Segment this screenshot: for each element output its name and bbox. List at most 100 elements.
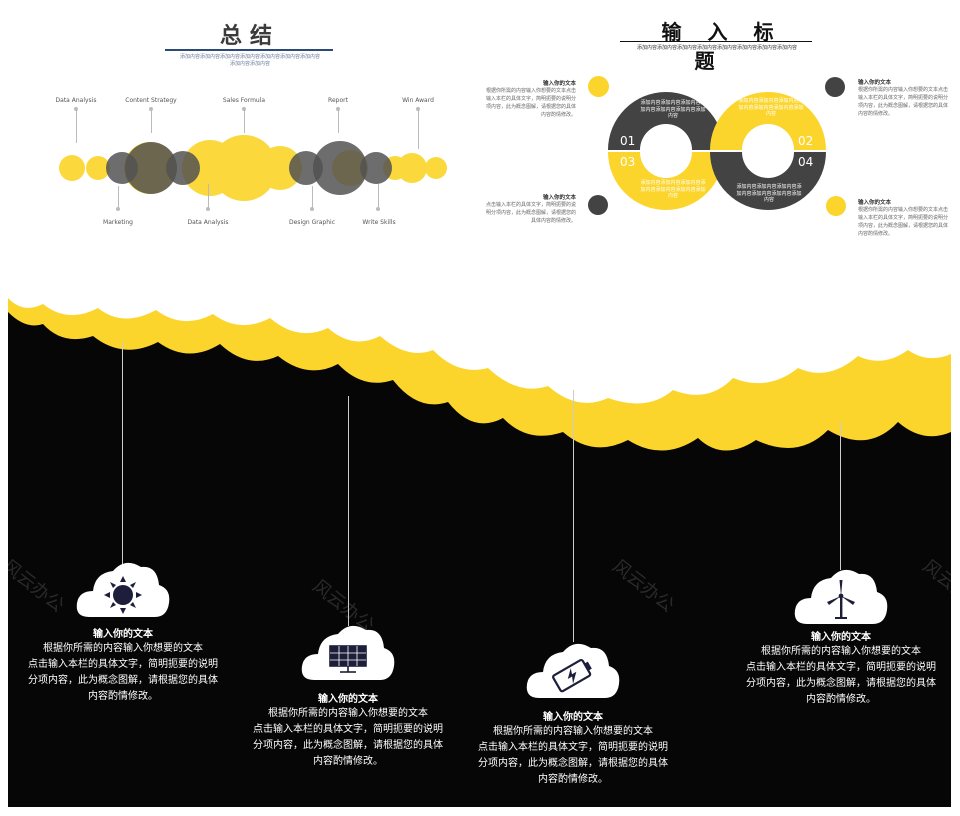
card-body-line: 分项内容，此为概念图解，请根据您的具体 (478, 758, 668, 769)
segment-number: 04 (798, 155, 814, 169)
card-body-line: 根据你所需的内容输入你想要的文本 (43, 643, 203, 654)
chain-circle (59, 155, 85, 181)
summary-title: 总结 (219, 24, 280, 49)
card-body-line: 分项内容，此为概念图解，请根据您的具体 (28, 675, 218, 686)
connector-line (208, 184, 209, 208)
connector-line (118, 186, 119, 208)
timeline-label-top: Data Analysis (55, 97, 97, 104)
timeline-label-bottom: Data Analysis (187, 219, 229, 226)
segment-text: 添加内容添加内容添加内容添加内容添加内容添加内容添加内容 (640, 180, 706, 199)
watermark: 风云办公 (8, 555, 68, 617)
cloud-shape (526, 643, 620, 698)
infinity-subtitle: 添加内容添加内容添加内容添加内容添加内容添加内容添加内容添加内容 (636, 45, 797, 51)
infinity-graphic (608, 92, 826, 210)
segment-number: 01 (620, 134, 636, 148)
card-body: 根据你所需的内容输入你想要的文本 点击输入本栏的具体文字，简明扼要的说明 分项内… (233, 706, 463, 770)
connector-line (76, 109, 77, 143)
card-body: 根据你所需的内容输入你想要的文本 点击输入本栏的具体文字，简明扼要的说明 分项内… (726, 644, 951, 708)
card-body-line: 根据你所需的内容输入你想要的文本 (761, 646, 921, 657)
connector-line (378, 184, 379, 208)
segment-text: 添加内容添加内容添加内容添加内容添加内容添加内容添加内容 (640, 100, 706, 119)
marker-dot (826, 196, 846, 216)
chain-circle (86, 156, 110, 180)
timeline-label-top: Content Strategy (125, 97, 177, 104)
timeline-label-bottom: Write Skills (362, 219, 396, 226)
card-body-line: 内容酌情修改。 (806, 694, 876, 705)
watermark: 风云办公 (608, 555, 678, 617)
card-body-line: 根据你所需的内容输入你想要的文本 (493, 726, 653, 737)
infinity-item-heading: 输入你的文本 (858, 80, 892, 86)
marker-dot (588, 76, 609, 97)
chain-circle (166, 151, 200, 185)
chain-circle (258, 146, 302, 190)
connector-line (312, 186, 313, 208)
card-body: 根据你所需的内容输入你想要的文本 点击输入本栏的具体文字，简明扼要的说明 分项内… (458, 724, 688, 788)
clouds-panel: 风云办公 风云办公 风云办公 风云办公 输入你的文本 根据你所需的内 (8, 272, 951, 807)
timeline-label-bottom: Design Graphic (289, 219, 335, 226)
ring-segment-top-left (608, 92, 724, 150)
card-heading: 输入你的文本 (318, 694, 378, 705)
chain-circle (313, 141, 367, 195)
card-body-line: 点击输入本栏的具体文字，简明扼要的说明 (28, 659, 218, 670)
connector-dot (206, 207, 210, 211)
card-body-line: 内容酌情修改。 (538, 774, 608, 785)
card-body: 根据你所需的内容输入你想要的文本 点击输入本栏的具体文字，简明扼要的说明 分项内… (8, 641, 238, 705)
infinity-item: 输入你的文本 根据你所需的内容输入你想要的文本点击输入本栏的具体文字，简明扼要的… (858, 78, 948, 118)
segment-text: 添加内容添加内容添加内容添加内容添加内容添加内容添加内容 (738, 98, 804, 117)
connector-line (338, 109, 339, 133)
connector-line (418, 109, 419, 149)
ring-segment-top-right (710, 92, 826, 150)
infinity-item-heading: 输入你的文本 (542, 81, 576, 87)
card-heading: 输入你的文本 (543, 712, 603, 723)
timeline-label-top: Report (328, 97, 348, 104)
infinity-item-heading: 输入你的文本 (858, 200, 892, 206)
card-body-line: 内容酌情修改。 (313, 756, 383, 767)
timeline-label-bottom: Marketing (103, 219, 133, 226)
connector-dot (116, 207, 120, 211)
white-cloud-band (8, 272, 951, 404)
chain-circle (425, 157, 447, 179)
hanging-string (348, 396, 349, 626)
connector-line (151, 109, 152, 133)
infinity-item-body: 点击输入本栏的具体文字，简明扼要的说明分项内容，此为概念图解，请根据您的具体内容… (486, 202, 577, 224)
infinity-item: 输入你的文本 根据你所需的内容输入你想要的文本点击输入本栏的具体文字，简明扼要的… (858, 198, 948, 238)
infinity-item-body: 根据你所需的内容输入你想要的文本点击输入本栏的具体文字，简明扼要的说明分项内容，… (858, 87, 949, 117)
timeline-label-top: Sales Formula (222, 97, 266, 104)
infinity-item-heading: 输入你的文本 (542, 195, 576, 201)
card-body-line: 点击输入本栏的具体文字，简明扼要的说明 (253, 724, 443, 735)
card-body-line: 内容酌情修改。 (88, 691, 158, 702)
infinity-item: 输入你的文本 点击输入本栏的具体文字，简明扼要的说明分项内容，此为概念图解，请根… (486, 193, 576, 225)
infinity-title: 输入标题 (661, 20, 800, 73)
summary-subtitle: 添加内容添加内容添加内容添加内容添加内容添加内容添加内容添加内容添加内容 (180, 54, 321, 67)
watermark: 风云办公 (918, 555, 951, 617)
card-body-line: 根据你所需的内容输入你想要的文本 (268, 708, 428, 719)
card-body-line: 分项内容，此为概念图解，请根据您的具体 (253, 740, 443, 751)
segment-number: 02 (798, 134, 814, 148)
connector-dot (310, 207, 314, 211)
ring-segment-bottom-right (710, 152, 826, 210)
battery-charging-icon (552, 658, 592, 693)
solar-panel-icon (329, 645, 367, 673)
cloud-shape (76, 562, 170, 617)
card-body-line: 分项内容，此为概念图解，请根据您的具体 (746, 678, 936, 689)
cloud-shape (794, 569, 888, 624)
circle-chain-graphic (59, 135, 447, 201)
marker-dot (588, 195, 608, 215)
hanging-string (573, 390, 574, 642)
connector-dot (376, 207, 380, 211)
segment-text: 添加内容添加内容添加内容添加内容添加内容添加内容添加内容 (736, 184, 802, 203)
sun-icon (104, 576, 142, 614)
infinity-item-body: 根据你所需的内容输入你想要的文本点击输入本栏的具体文字，简明扼要的说明分项内容，… (858, 207, 949, 237)
chain-circle (397, 153, 427, 183)
card-heading: 输入你的文本 (811, 632, 871, 643)
wind-turbine-icon (827, 580, 855, 619)
infinity-title-rule (620, 41, 812, 42)
timeline-label-top: Win Award (402, 97, 434, 104)
cloud-border-graphic (8, 272, 951, 451)
marker-dot (825, 77, 845, 97)
segment-number: 03 (620, 155, 636, 169)
infinity-item-body: 根据你所需的内容输入你想要的文本点击输入本栏的具体文字，简明扼要的说明分项内容，… (486, 88, 577, 118)
chain-circle (360, 152, 392, 184)
card-heading: 输入你的文本 (93, 629, 153, 640)
